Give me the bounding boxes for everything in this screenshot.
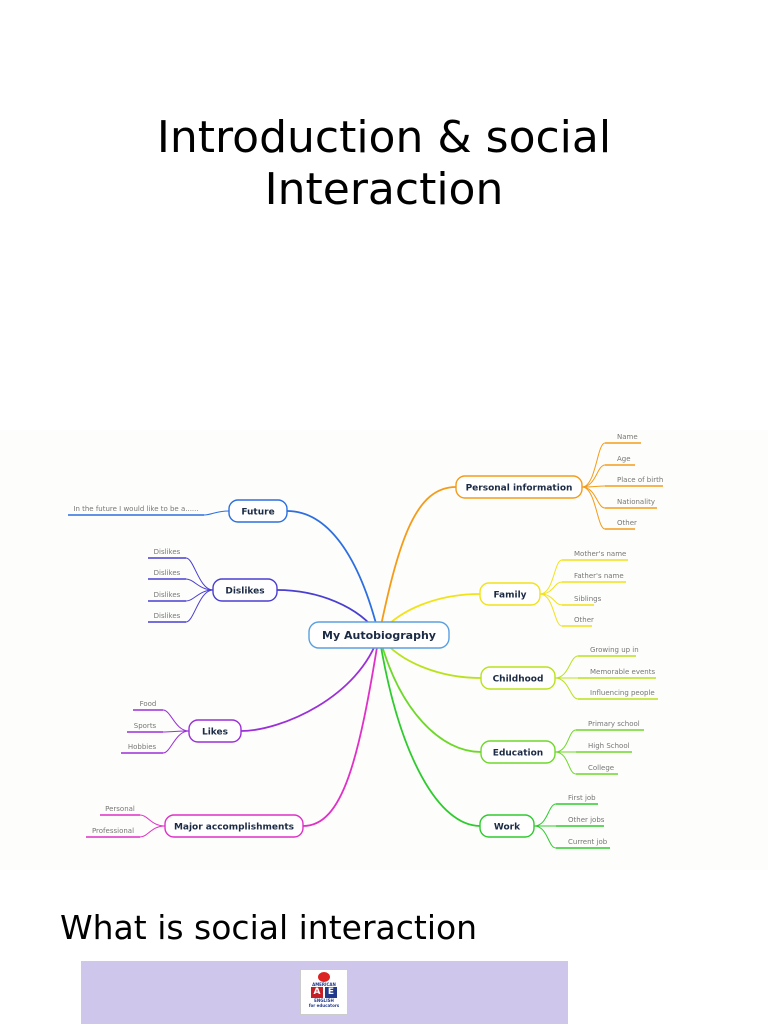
leaf-connector bbox=[539, 581, 563, 595]
branch-connector bbox=[378, 634, 482, 753]
logo-bottom-text: ENGLISH bbox=[314, 998, 334, 1003]
leaf-label-father-s-name: Father's name bbox=[574, 572, 624, 580]
leaf-connector bbox=[203, 510, 230, 516]
slide-title: Introduction & social Interaction bbox=[0, 112, 768, 216]
leaf-label-other-jobs: Other jobs bbox=[568, 816, 605, 824]
branch-node-likes bbox=[188, 719, 242, 743]
section-heading: What is social interaction bbox=[60, 908, 478, 947]
leaf-label-age: Age bbox=[617, 455, 631, 463]
leaf-label-sports: Sports bbox=[134, 722, 157, 730]
leaf-label-growing-up-in: Growing up in bbox=[590, 646, 639, 654]
leaf-label-hobbies: Hobbies bbox=[128, 743, 157, 751]
leaf-label-dislikes: Dislikes bbox=[154, 569, 181, 577]
leaf-connector bbox=[581, 464, 606, 488]
leaf-label-other: Other bbox=[617, 519, 637, 527]
leaf-label-personal: Personal bbox=[105, 805, 135, 813]
branch-connector bbox=[286, 510, 380, 636]
leaf-connector bbox=[581, 486, 606, 530]
leaf-connector bbox=[185, 589, 214, 602]
leaf-label-food: Food bbox=[140, 700, 157, 708]
leaf-label-high-school: High School bbox=[588, 742, 630, 750]
apple-icon bbox=[318, 972, 330, 982]
leaf-connector bbox=[554, 729, 577, 753]
leaf-connector bbox=[539, 559, 563, 595]
branch-connector bbox=[302, 634, 380, 827]
title-line-1: Introduction & social bbox=[156, 112, 612, 163]
leaf-label-influencing-people: Influencing people bbox=[590, 689, 655, 697]
leaf-connector bbox=[162, 709, 190, 732]
title-line-2: Interaction bbox=[264, 164, 504, 215]
leaf-label-dislikes: Dislikes bbox=[154, 548, 181, 556]
branch-node-personal-information bbox=[455, 475, 583, 499]
leaf-label-current-job: Current job bbox=[568, 838, 608, 846]
branch-label-dislikes: Dislikes bbox=[225, 587, 264, 597]
leaf-label-siblings: Siblings bbox=[574, 595, 602, 603]
branch-label-education: Education bbox=[493, 749, 543, 759]
leaf-label-dislikes: Dislikes bbox=[154, 591, 181, 599]
leaf-connector bbox=[554, 655, 579, 679]
branch-node-future bbox=[228, 499, 288, 523]
branch-node-major-accomplishments bbox=[164, 814, 304, 838]
leaf-label-nationality: Nationality bbox=[617, 498, 655, 506]
branch-label-likes: Likes bbox=[202, 728, 228, 738]
leaf-connector bbox=[139, 814, 166, 827]
content-banner: AMERICAN A E ENGLISH for educators bbox=[81, 961, 568, 1024]
leaf-label-mother-s-name: Mother's name bbox=[574, 550, 626, 558]
logo-top-text: AMERICAN bbox=[312, 982, 336, 987]
logo-letter-e: E bbox=[325, 987, 337, 998]
logo-letter-a: A bbox=[311, 987, 323, 998]
logo-mark: A E bbox=[311, 987, 337, 998]
leaf-connector bbox=[185, 557, 214, 591]
branch-connector bbox=[240, 634, 380, 732]
branch-label-family: Family bbox=[493, 591, 526, 601]
leaf-label-place-of-birth: Place of birth bbox=[617, 476, 663, 484]
branch-node-family bbox=[479, 582, 541, 606]
leaf-label-primary-school: Primary school bbox=[588, 720, 640, 728]
leaf-connector bbox=[185, 578, 214, 591]
leaf-label-other: Other bbox=[574, 616, 594, 624]
leaf-connector bbox=[554, 751, 577, 775]
leaf-connector bbox=[581, 442, 606, 488]
leaf-connector bbox=[533, 803, 557, 827]
branch-label-personal-information: Personal information bbox=[466, 484, 573, 494]
branch-connector bbox=[378, 634, 481, 827]
branch-label-work: Work bbox=[494, 823, 521, 833]
leaf-label-professional: Professional bbox=[92, 827, 134, 835]
leaf-connector bbox=[539, 593, 563, 627]
leaf-label-first-job: First job bbox=[568, 794, 596, 802]
leaf-connector bbox=[581, 486, 606, 509]
leaf-label-memorable-events: Memorable events bbox=[590, 668, 655, 676]
branch-node-work bbox=[479, 814, 535, 838]
branch-node-dislikes bbox=[212, 578, 278, 602]
leaf-connector bbox=[162, 730, 190, 754]
branch-node-childhood bbox=[480, 666, 556, 690]
branch-label-childhood: Childhood bbox=[493, 675, 544, 685]
leaf-connector bbox=[139, 825, 166, 838]
leaf-label-college: College bbox=[588, 764, 614, 772]
leaf-connector bbox=[185, 589, 214, 623]
leaf-label-in-the-future-i-would-like-to-be-a: In the future I would like to be a...... bbox=[73, 505, 198, 513]
leaf-label-dislikes: Dislikes bbox=[154, 612, 181, 620]
leaf-connector bbox=[554, 677, 579, 700]
american-english-logo: AMERICAN A E ENGLISH for educators bbox=[300, 969, 348, 1015]
leaf-label-name: Name bbox=[617, 433, 638, 441]
center-node-label: My Autobiography bbox=[322, 629, 436, 642]
branch-label-future: Future bbox=[241, 508, 274, 518]
branch-label-major-accomplishments: Major accomplishments bbox=[174, 823, 294, 833]
branch-connector bbox=[378, 486, 457, 636]
branch-node-education bbox=[480, 740, 556, 764]
logo-tagline: for educators bbox=[308, 1003, 340, 1008]
center-node bbox=[308, 621, 450, 649]
leaf-connector bbox=[533, 825, 557, 849]
